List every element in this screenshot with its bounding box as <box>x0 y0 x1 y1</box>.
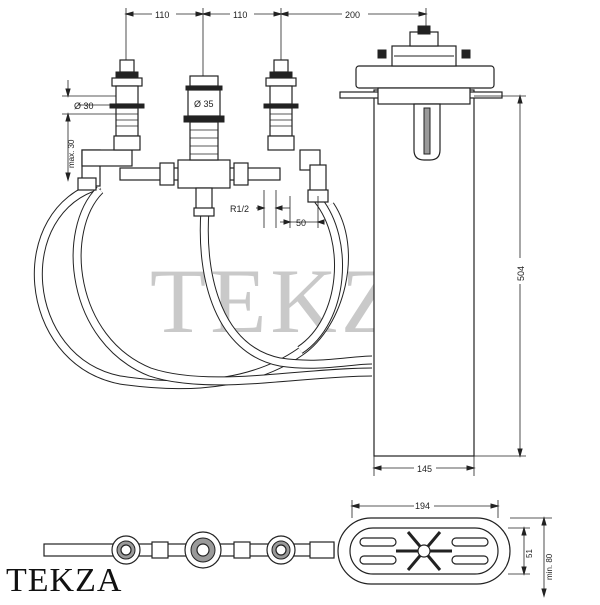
dim-thread: R1/2 <box>230 204 249 214</box>
dim-max-height: max. 30 <box>67 139 76 168</box>
dim-diameter-small: Ø 30 <box>74 101 94 111</box>
flush-box-body <box>339 25 503 457</box>
dim-cover-width: 194 <box>415 501 430 511</box>
dim-min-depth: min. 80 <box>545 553 554 580</box>
dim-cover-height: 51 <box>525 549 534 558</box>
body-dimensions: 504 145 <box>372 94 526 476</box>
plan-view-valves <box>43 531 335 569</box>
dim-spacing-middle: 110 <box>233 10 247 20</box>
dim-spacing-left: 110 <box>155 10 169 20</box>
plan-view-cover <box>337 517 511 585</box>
hoses <box>33 180 373 390</box>
lower-dimensions: R1/2 50 <box>230 190 325 228</box>
center-dimension: Ø 35 <box>193 98 217 109</box>
dim-body-width: 145 <box>417 464 432 474</box>
brand-logo-text: TEKZA <box>6 562 123 599</box>
top-dimensions: 110 110 200 <box>124 8 428 78</box>
left-dimensions: Ø 30 max. 30 <box>62 80 116 182</box>
dim-spacing-right: 200 <box>345 10 360 20</box>
right-valve <box>263 59 299 151</box>
dim-body-height: 504 <box>516 266 526 281</box>
dim-diameter-large: Ø 35 <box>194 99 214 109</box>
left-valve <box>109 59 145 151</box>
dim-offset: 50 <box>296 218 306 228</box>
center-spout <box>183 75 225 161</box>
plan-view-dimensions: 194 51 min. 80 <box>350 499 554 598</box>
